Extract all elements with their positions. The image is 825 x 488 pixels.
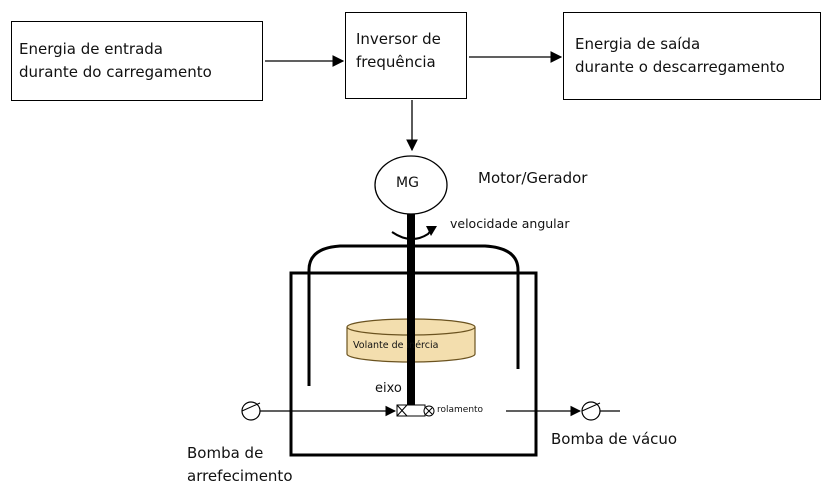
cooling-pump-icon bbox=[241, 401, 261, 421]
cooling-pump-line1: Bomba de bbox=[187, 444, 264, 462]
bearing-label: rolamento bbox=[437, 405, 484, 415]
angular-speed-arrow bbox=[391, 228, 433, 240]
input-energy-line2: durante do carregamento bbox=[19, 63, 212, 81]
cooling-pump-label: Bomba de arrefecimento bbox=[187, 442, 293, 488]
inverter-line2: frequência bbox=[356, 53, 436, 71]
bearing bbox=[396, 404, 435, 417]
output-energy-line1: Energia de saída bbox=[575, 35, 701, 53]
shaft-label: eixo bbox=[375, 381, 402, 396]
input-energy-text: Energia de entrada durante do carregamen… bbox=[19, 38, 212, 84]
vacuum-pump-icon bbox=[581, 401, 620, 421]
motor-generator-label: Motor/Gerador bbox=[478, 169, 588, 187]
output-energy-line2: durante o descarregamento bbox=[575, 58, 785, 76]
inverter-box bbox=[345, 12, 467, 99]
output-energy-text: Energia de saída durante o descarregamen… bbox=[575, 33, 785, 79]
motor-symbol: MG bbox=[396, 175, 419, 191]
input-energy-line1: Energia de entrada bbox=[19, 40, 163, 58]
angular-speed-arrowhead bbox=[426, 226, 437, 236]
cooling-pump-line2: arrefecimento bbox=[187, 467, 293, 485]
inverter-line1: Inversor de bbox=[356, 30, 441, 48]
shaft bbox=[407, 214, 415, 408]
angular-speed-label: velocidade angular bbox=[450, 216, 570, 231]
inverter-text: Inversor de frequência bbox=[356, 28, 441, 74]
output-energy-box bbox=[563, 12, 821, 100]
input-energy-box bbox=[11, 21, 263, 101]
flywheel-label: Volante de inércia bbox=[353, 340, 439, 351]
vacuum-pump-label: Bomba de vácuo bbox=[551, 430, 678, 448]
